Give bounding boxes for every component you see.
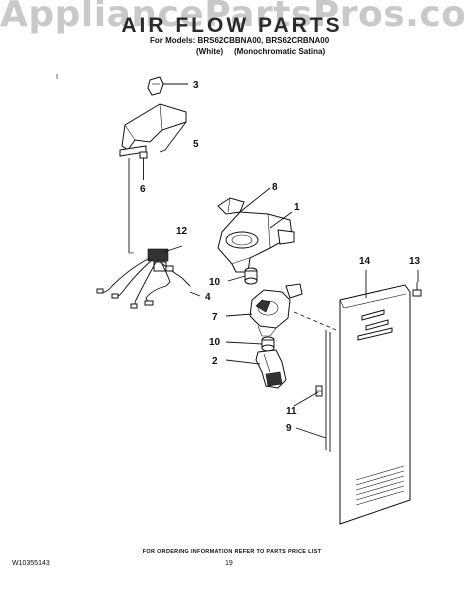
alignment-dashed-line — [293, 311, 337, 331]
callout-12: 12 — [176, 226, 188, 237]
part-12-4-wiring-harness[interactable] — [96, 248, 191, 309]
ordering-note: FOR ORDERING INFORMATION REFER TO PARTS … — [142, 549, 322, 555]
callout-3: 3 — [193, 80, 199, 91]
document-number: W10355143 — [12, 560, 50, 567]
callout-10-lower: 10 — [209, 337, 221, 348]
color-variant-white: (White) — [196, 47, 224, 56]
page-title: AIR FLOW PARTS — [121, 14, 343, 37]
part-2-duct-elbow[interactable] — [255, 349, 287, 389]
part-10-grommet-lower[interactable] — [261, 336, 275, 352]
watermark-logo: AppliancePartsPros.com — [0, 0, 464, 35]
part-5-air-duct[interactable] — [119, 103, 187, 254]
callout-6: 6 — [140, 184, 146, 195]
leader-lines — [143, 83, 419, 439]
callout-9: 9 — [286, 423, 292, 434]
callout-8: 8 — [272, 182, 278, 193]
part-13-screw[interactable] — [412, 282, 422, 297]
callout-2: 2 — [212, 356, 218, 367]
part-6-screw[interactable] — [139, 151, 148, 170]
part-14-duct-cover[interactable] — [339, 284, 411, 525]
model-numbers: For Models: BRS62CBBNA00, BRS62CRBNA00 — [150, 36, 330, 45]
part-9-front-panel[interactable] — [325, 330, 331, 452]
part-7-damper-assembly[interactable] — [249, 283, 303, 337]
callout-4: 4 — [205, 292, 211, 303]
callout-10-upper: 10 — [209, 277, 221, 288]
color-variant-satina: (Monochromatic Satina) — [234, 47, 326, 56]
part-11-clip[interactable] — [315, 385, 323, 397]
callout-5: 5 — [193, 139, 199, 150]
callout-13: 13 — [409, 256, 421, 267]
callout-7: 7 — [212, 312, 218, 323]
page-number: 19 — [225, 560, 233, 567]
callout-11: 11 — [286, 406, 297, 417]
callout-14: 14 — [359, 256, 371, 267]
part-1-air-tower-housing[interactable] — [217, 211, 295, 273]
part-10-grommet-upper[interactable] — [244, 267, 258, 285]
callout-1: 1 — [294, 202, 300, 213]
part-3-clip[interactable] — [147, 76, 164, 96]
part-8-bracket[interactable] — [217, 197, 245, 215]
